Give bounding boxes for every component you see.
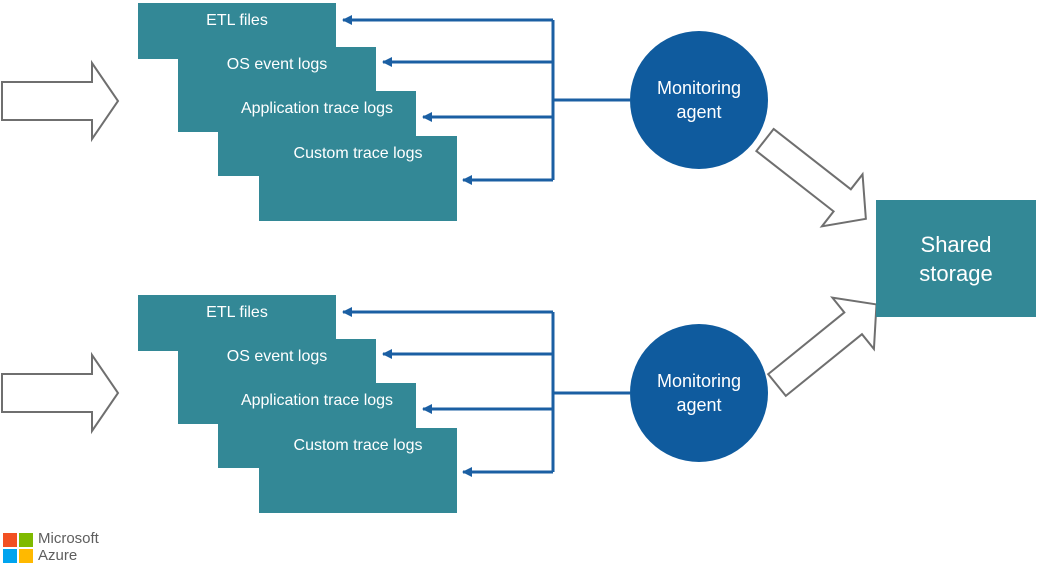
monitoring-agent-1: Monitoring agent bbox=[630, 31, 768, 169]
microsoft-logo-icon bbox=[3, 533, 34, 564]
group-2-custom-trace-logs-label: Custom trace logs bbox=[293, 437, 423, 454]
group-1-os-event-logs-label: OS event logs bbox=[226, 56, 328, 73]
logo-text-line-2: Azure bbox=[38, 547, 78, 564]
logo-text-line-1: Microsoft bbox=[38, 530, 99, 547]
agent-2-to-storage-arrow bbox=[766, 296, 878, 398]
group-1-etl-files-label: ETL files bbox=[206, 12, 268, 29]
group-2-connectors bbox=[342, 307, 630, 477]
group-2-application-trace-logs-label: Application trace logs bbox=[240, 392, 394, 409]
logo-text: Microsoft Azure bbox=[38, 530, 99, 564]
input-arrow-bottom bbox=[1, 351, 120, 435]
monitoring-agent-2: Monitoring agent bbox=[630, 324, 768, 462]
shared-storage-label: Shared storage bbox=[919, 231, 993, 286]
group-1-connectors bbox=[342, 15, 630, 185]
group-1-custom-trace-logs-box: Custom trace logs bbox=[259, 136, 457, 221]
monitoring-agent-1-label: Monitoring agent bbox=[656, 78, 742, 122]
group-2-os-event-logs-label: OS event logs bbox=[226, 348, 328, 365]
agent-1-to-storage-arrow bbox=[754, 127, 867, 228]
shared-storage-box: Shared storage bbox=[876, 200, 1036, 317]
group-2-custom-trace-logs-box: Custom trace logs bbox=[259, 428, 457, 513]
group-1-application-trace-logs-label: Application trace logs bbox=[240, 100, 394, 117]
monitoring-agent-2-label: Monitoring agent bbox=[656, 371, 742, 415]
group-2-etl-files-label: ETL files bbox=[206, 304, 268, 321]
input-arrow-top bbox=[1, 59, 120, 143]
group-1-custom-trace-logs-label: Custom trace logs bbox=[293, 145, 423, 162]
